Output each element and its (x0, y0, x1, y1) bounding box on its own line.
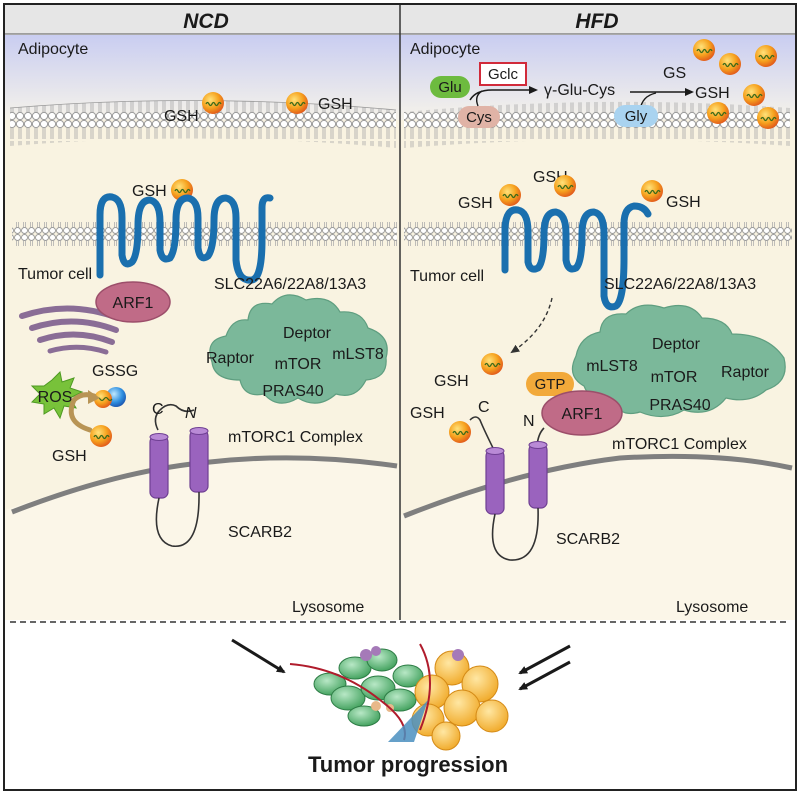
label-mlst8-ncd: mLST8 (332, 346, 384, 363)
lysosome-region (5, 458, 400, 620)
label-scarb2-ncd: SCARB2 (228, 524, 292, 541)
conversion-arrow (68, 392, 97, 433)
label-tumor-cell-ncd: Tumor cell (18, 266, 92, 283)
hfd-arrow-1 (518, 644, 571, 675)
gsh-molecule-icon (89, 424, 113, 448)
label-n-terminus-ncd: N (185, 405, 197, 422)
hfd-arrow-2 (518, 660, 571, 691)
label-deptor-ncd: Deptor (283, 325, 332, 342)
label-raptor-ncd: Raptor (206, 350, 255, 367)
gsh-molecule-icon (640, 179, 664, 203)
label-gs: GS (663, 65, 686, 82)
label-glu-cys: γ-Glu-Cys (544, 82, 615, 99)
gsh-molecule-icon (692, 38, 716, 62)
label-n-terminus-hfd: N (523, 413, 535, 430)
label-gsh-ncd-c: GSH (132, 183, 167, 200)
label-gsh-ncd-d: GSH (52, 448, 87, 465)
tumor-membrane-hfd (404, 222, 792, 248)
gsh-molecule-icon (201, 91, 225, 115)
gsh-molecule-icon (553, 174, 577, 198)
gly-pill (614, 105, 658, 127)
header-hfd: HFD (575, 10, 618, 33)
lysosome-membrane-hfd (403, 453, 793, 519)
transporter-icon (501, 202, 652, 311)
gssg-molecule-icon (94, 387, 126, 408)
label-gsh-hfd-c: GSH (666, 194, 701, 211)
label-scarb2-hfd: SCARB2 (556, 531, 620, 548)
gsh-molecule-icon (285, 91, 309, 115)
label-cys: Cys (466, 109, 492, 126)
scarb2-protein (469, 416, 548, 561)
label-gsh-product: GSH (695, 85, 730, 102)
label-gsh-ncd-a: GSH (164, 108, 199, 125)
label-complex-hfd: mTORC1 Complex (612, 436, 747, 453)
gsh-molecule-icon (498, 183, 522, 207)
label-gssg: GSSG (92, 363, 138, 380)
tumor-cluster-icon (289, 643, 509, 751)
label-deptor-hfd: Deptor (652, 336, 701, 353)
mtorc1-complex (209, 294, 388, 404)
gsh-molecule-icon (756, 106, 780, 130)
label-tumor-progression: Tumor progression (308, 752, 508, 777)
tumor-membrane-ncd (12, 222, 397, 248)
label-tumor-cell-hfd: Tumor cell (410, 268, 484, 285)
gsh-molecule-icon (742, 83, 766, 107)
label-pras40-hfd: PRAS40 (649, 397, 710, 414)
label-lysosome-hfd: Lysosome (676, 599, 748, 616)
label-gsh-hfd-e: GSH (410, 405, 445, 422)
label-gclc: Gclc (488, 66, 519, 83)
cys-pill (458, 106, 500, 128)
label-adipocyte-ncd: Adipocyte (18, 41, 88, 58)
transporter-icon (96, 193, 274, 284)
scarb2-protein (149, 403, 209, 547)
gclc-box (479, 62, 527, 86)
arf1-protein (95, 281, 171, 323)
label-arf1-hfd: ARF1 (562, 406, 603, 423)
label-transporter-hfd: SLC22A6/22A8/13A3 (604, 276, 756, 293)
arf1-protein (541, 390, 623, 436)
label-gly: Gly (625, 108, 648, 125)
adipocyte-membrane-hfd (404, 101, 790, 148)
header-ncd: NCD (183, 10, 229, 33)
gsh-molecule-icon (706, 101, 730, 125)
label-mtor-hfd: mTOR (651, 369, 698, 386)
label-gsh-hfd-b: GSH (458, 195, 493, 212)
gsh-molecule-icon (448, 420, 472, 444)
label-c-terminus-ncd: C (152, 401, 164, 418)
label-c-terminus-hfd: C (478, 399, 490, 416)
label-ros: ROS (38, 389, 73, 406)
label-transporter-ncd: SLC22A6/22A8/13A3 (214, 276, 366, 293)
label-glu: Glu (438, 79, 461, 96)
label-complex-ncd: mTORC1 Complex (228, 429, 363, 446)
label-mtor-ncd: mTOR (275, 356, 322, 373)
label-lysosome-ncd: Lysosome (292, 599, 364, 616)
label-gsh-hfd-d: GSH (434, 373, 469, 390)
label-pras40-ncd: PRAS40 (262, 383, 323, 400)
label-adipocyte-hfd: Adipocyte (410, 41, 480, 58)
gsh-molecule-icon (754, 44, 778, 68)
label-arf1-ncd: ARF1 (113, 295, 154, 312)
ncd-arrow (231, 638, 286, 674)
gsh-molecule-icon (480, 352, 504, 376)
gsh-molecule-icon (718, 52, 742, 76)
glu-pill (430, 76, 470, 98)
label-raptor-hfd: Raptor (721, 364, 770, 381)
lysosome-membrane-ncd (11, 455, 398, 515)
gtp-pill (526, 372, 574, 396)
mtorc1-complex (571, 304, 786, 418)
label-mlst8-hfd: mLST8 (586, 358, 638, 375)
label-gsh-ncd-b: GSH (318, 96, 353, 113)
label-gtp: GTP (535, 376, 566, 393)
